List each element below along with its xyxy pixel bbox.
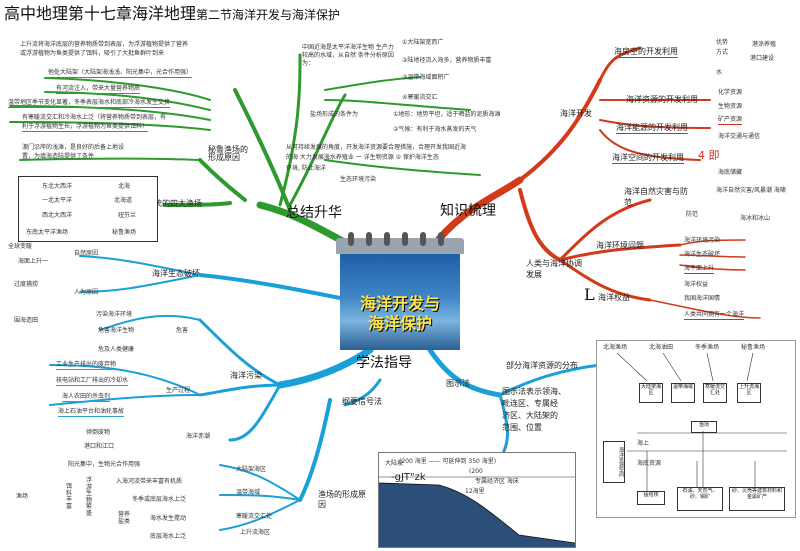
hub-pollution: 海洋污染 [230, 371, 262, 380]
red-branch-human [518, 188, 562, 262]
blue-method-branch [427, 347, 503, 398]
schematic-lines [616, 352, 787, 491]
center-title-line2: 海洋保护 [367, 314, 432, 333]
hub-method: 学法指导 [356, 355, 412, 371]
fishery-cause: 秘鲁渔场的形成原因 [208, 145, 248, 162]
hub-knowledge: 知识梳理 [440, 203, 496, 219]
page-title: 高中地理第十七章海洋地理第二节海洋开发与海洋保护 [4, 4, 341, 23]
blue-protect-branch [198, 273, 352, 302]
seabed-profile [379, 476, 575, 547]
green-branch-coast [278, 53, 302, 207]
four-fisheries: 传统的四大渔场 [146, 199, 202, 208]
center-calendar: 海洋开发与 海洋保护 [336, 232, 464, 350]
ocean-development: 海洋开发 [560, 109, 592, 118]
fisheries-table [18, 176, 158, 242]
red-branch-dev [518, 78, 602, 182]
green-branch-four [163, 201, 232, 207]
blue-fish-branch [298, 398, 332, 502]
hub-protection: 海洋生态破坏 [152, 269, 200, 278]
green-branch-fish [198, 158, 247, 202]
maritime-zone-diagram: (200 海里 —— 可延伸到 350 海里) (200 大陆坡 专属经济区 海… [378, 452, 576, 548]
center-title-line1: 海洋开发与 [359, 294, 440, 313]
ocean-picture [340, 254, 460, 350]
resource-schematic: 北海渔场 北海油田 冬季渔场 秘鲁渔场 大陆架海区 温带海域 寒暖流交汇处 上升… [596, 340, 796, 518]
green-branch-salt [288, 93, 347, 207]
hub-summary: 总结升华 [286, 205, 342, 221]
blue-main-branch [276, 346, 374, 389]
